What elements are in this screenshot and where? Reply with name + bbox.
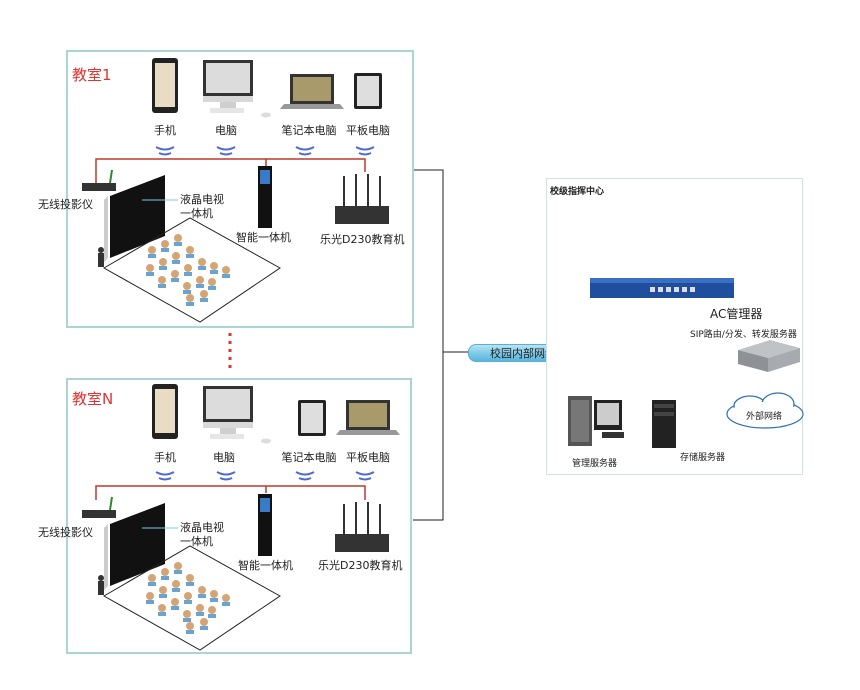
- tv-label: 液晶电视: [180, 521, 224, 534]
- tablet-label: 平板电脑: [346, 124, 390, 137]
- projector-label: 无线投影仪: [38, 526, 93, 539]
- sip-server-icon: [738, 340, 800, 372]
- laptop-label: 笔记本电脑: [281, 124, 337, 137]
- sip-server-label: SIP路由/分发、转发服务器: [690, 330, 797, 340]
- wifi-waves: [155, 146, 375, 156]
- mgmt-server-icon: [568, 396, 624, 446]
- router-label: 乐光D230教育机: [320, 233, 405, 246]
- floor-outline: [102, 217, 281, 323]
- monitor-icon: [203, 386, 271, 444]
- projector-icon: [82, 169, 116, 191]
- students-icon: [146, 234, 230, 302]
- router-label: 乐光D230教育机: [318, 559, 403, 572]
- pc-label: 电脑: [213, 451, 235, 464]
- room-title: 教室N: [72, 390, 114, 408]
- roomn-red-line: [95, 485, 366, 500]
- storage-server-label: 存储服务器: [680, 453, 726, 463]
- command-center-title: 校级指挥中心: [550, 187, 605, 197]
- teacher-icon: [98, 247, 104, 267]
- kiosk-icon: [258, 166, 272, 228]
- room-title: 教室1: [72, 66, 112, 84]
- phone-icon: [152, 384, 178, 439]
- phone-label: 手机: [154, 124, 176, 137]
- wifi-waves: [155, 471, 375, 481]
- phone-icon: [152, 58, 178, 113]
- monitor-icon: [203, 60, 271, 118]
- tablet-icon: [354, 73, 382, 109]
- laptop-label: 笔记本电脑: [281, 451, 337, 464]
- kiosk-label: 智能一体机: [238, 559, 293, 572]
- tv-label-line2: 一体机: [180, 535, 213, 548]
- tablet-icon: [298, 400, 326, 436]
- pc-label: 电脑: [215, 124, 237, 137]
- tv-label-line2: 一体机: [180, 207, 213, 220]
- screen-icon: [110, 503, 165, 586]
- external-network-label: 外部网络: [746, 412, 783, 422]
- campus-network-label: 校园内部网络: [490, 347, 556, 360]
- tv-label: 液晶电视: [180, 193, 224, 206]
- teacher-icon: [98, 575, 104, 595]
- cloud-icon: [726, 392, 804, 429]
- projector-label: 无线投影仪: [38, 198, 93, 211]
- laptop-icon: [336, 400, 400, 435]
- router-icon: [335, 502, 389, 552]
- router-icon: [335, 174, 389, 224]
- ac-manager-icon: [590, 278, 734, 298]
- screen-icon: [110, 175, 165, 258]
- mgmt-server-label: 管理服务器: [572, 459, 618, 469]
- storage-server-icon: [652, 400, 676, 448]
- tablet-label: 平板电脑: [346, 451, 390, 464]
- laptop-icon: [280, 74, 344, 109]
- projector-icon: [82, 496, 116, 518]
- phone-label: 手机: [154, 451, 176, 464]
- ac-manager-label: AC管理器: [710, 307, 763, 321]
- room1-link-line: [413, 169, 444, 521]
- kiosk-icon: [258, 494, 272, 556]
- floor-outline: [102, 545, 281, 651]
- kiosk-label: 智能一体机: [236, 231, 291, 244]
- room1-red-line: [95, 158, 366, 190]
